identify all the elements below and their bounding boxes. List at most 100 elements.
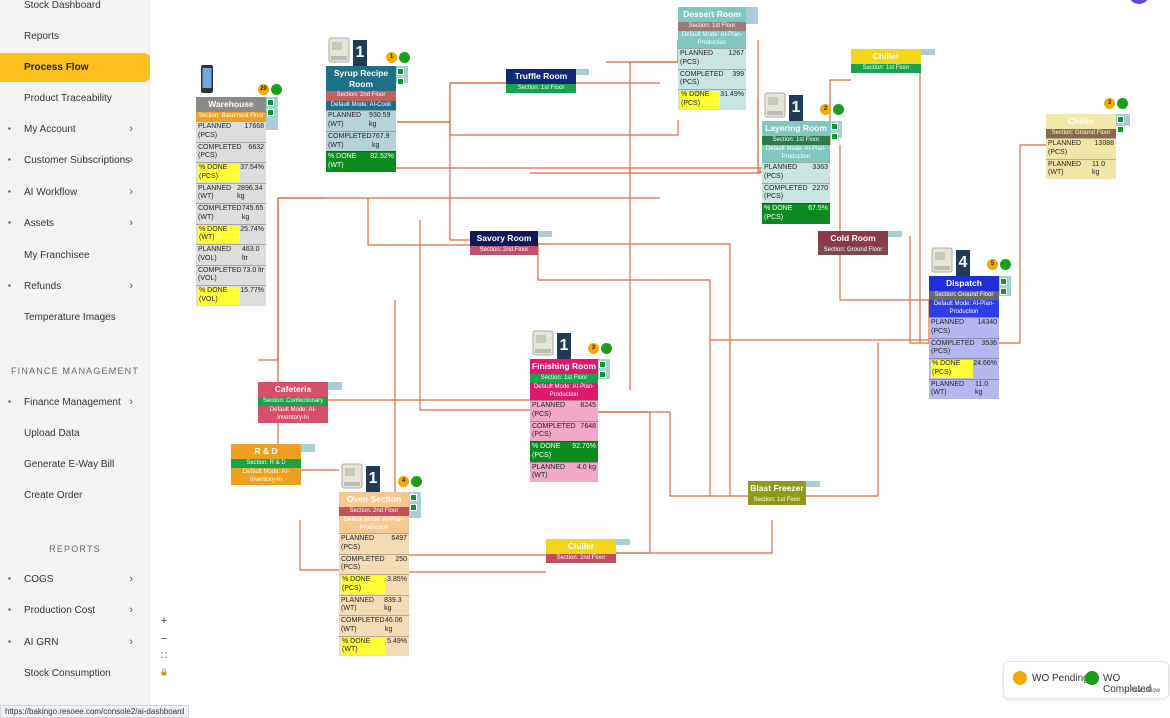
wo-pending-badge[interactable]: 3 [588, 343, 599, 354]
wo-completed-badge[interactable] [1117, 98, 1128, 109]
sidebar-item-upload-data[interactable]: Upload Data [0, 419, 150, 448]
sidebar-item-product-traceability[interactable]: Product Traceability [0, 84, 150, 113]
sidebar-item-production-cost[interactable]: ▪Production Cost› [0, 596, 150, 625]
sidebar-item-assets[interactable]: ▪Assets› [0, 209, 150, 238]
node-side-handle[interactable] [328, 382, 342, 390]
metric-value: 92.76% [572, 443, 596, 451]
grid-icon: ▪ [8, 397, 11, 406]
metric-value: 7648 [580, 422, 596, 430]
sidebar-item-stock-dashboard[interactable]: Stock Dashboard [0, 0, 150, 20]
node-action-icon[interactable] [1000, 288, 1007, 295]
sidebar-item-stock-consumption[interactable]: Stock Consumption [0, 659, 150, 688]
metric-label: COMPLETED (PCS) [198, 143, 242, 160]
wo-completed-badge[interactable] [1000, 259, 1011, 270]
flow-edge [277, 198, 339, 471]
metric-row: PLANNED (PCS)17668 [196, 121, 266, 142]
node-action-icon[interactable] [1117, 126, 1124, 133]
node-side-handle[interactable] [888, 231, 902, 237]
machine-icon [328, 36, 350, 64]
node-side-handle[interactable] [616, 539, 630, 545]
node-action-icon[interactable] [599, 361, 606, 368]
wo-completed-badge[interactable] [601, 343, 612, 354]
metric-label: PLANNED (PCS) [198, 123, 232, 139]
node-action-icon[interactable] [267, 99, 274, 106]
wo-completed-badge[interactable] [833, 104, 844, 115]
node-side-handle[interactable] [746, 7, 758, 24]
sidebar-item-customer-subscriptions[interactable]: ▪Customer Subscriptions› [0, 146, 150, 175]
wo-pending-badge[interactable]: 4 [398, 476, 409, 487]
sidebar-item-create-order[interactable]: Create Order [0, 481, 150, 510]
sidebar-item-label: Product Traceability [24, 93, 112, 104]
node-action-icon[interactable] [831, 123, 838, 130]
node-side-handle[interactable] [576, 69, 589, 75]
node-side-handle[interactable] [301, 444, 315, 452]
node-action-icon[interactable] [410, 494, 417, 501]
wo-pending-badge[interactable]: 2 [820, 104, 831, 115]
node-action-icon[interactable] [599, 371, 606, 378]
fit-view-button[interactable]: ⛶ [161, 651, 167, 660]
node-side-handle[interactable] [806, 481, 820, 487]
sidebar-item-ai-grn[interactable]: ▪AI GRN› [0, 628, 150, 657]
sidebar-item-finance-management[interactable]: ▪Finance Management› [0, 388, 150, 417]
completed-dot-icon [1085, 671, 1099, 685]
node-action-icon[interactable] [410, 504, 417, 511]
machine-icon [931, 246, 953, 274]
zoom-in-button[interactable]: + [160, 615, 168, 627]
wo-completed-badge[interactable] [271, 84, 282, 95]
wo-pending-badge[interactable]: 3 [1104, 98, 1115, 109]
node-action-icon[interactable] [397, 68, 404, 75]
node-action-icon[interactable] [397, 78, 404, 85]
node-title: Chiller [546, 539, 616, 554]
metric-row: COMPLETED (PCS)2270 [762, 182, 830, 204]
sidebar-item-ai-workflow[interactable]: ▪AI Workflow› [0, 178, 150, 207]
sidebar-item-generate-e-way-bill[interactable]: Generate E-Way Bill [0, 450, 150, 479]
react-flow-attribution[interactable]: React Flow [1129, 688, 1160, 694]
sidebar-item-process-flow[interactable]: Process Flow [0, 53, 150, 82]
wo-pending-badge[interactable]: 5 [987, 259, 998, 270]
node-action-icon[interactable] [831, 133, 838, 140]
zoom-out-button[interactable]: − [160, 633, 168, 645]
node-side-handle[interactable] [921, 49, 935, 55]
sidebar-item-reports[interactable]: Reports [0, 22, 150, 51]
node-action-icon[interactable] [1117, 116, 1124, 123]
sidebar-item-cogs[interactable]: ▪COGS› [0, 565, 150, 594]
wo-pending-badge[interactable]: 20 [258, 84, 269, 95]
wo-pending-badge[interactable]: 1 [386, 52, 397, 63]
sidebar-item-temperature-images[interactable]: Temperature Images [0, 303, 150, 332]
wo-completed-badge[interactable] [399, 52, 410, 63]
sidebar-item-refunds[interactable]: ▪Refunds› [0, 272, 150, 301]
wo-completed-badge[interactable] [411, 476, 422, 487]
node-action-icon[interactable] [267, 109, 274, 116]
sidebar-item-label: Upload Data [24, 428, 80, 439]
node-side-handle[interactable] [538, 231, 552, 237]
flow-edge [419, 220, 530, 411]
node-action-icon[interactable] [1000, 278, 1007, 285]
node-mode: Default Mode: AI-Cook [326, 100, 396, 111]
flow-edge [277, 198, 530, 401]
sidebar-item-label: Reports [24, 31, 60, 42]
metric-label: % DONE (WT) [341, 637, 385, 656]
sidebar-item-my-account[interactable]: ▪My Account› [0, 115, 150, 144]
metric-label: PLANNED (WT) [198, 184, 232, 201]
metric-label: COMPLETED (PCS) [532, 422, 576, 439]
user-avatar[interactable] [1128, 0, 1150, 4]
lock-icon[interactable]: 🔒 [159, 669, 169, 676]
sidebar-item-my-franchisee[interactable]: My Franchisee [0, 241, 150, 270]
